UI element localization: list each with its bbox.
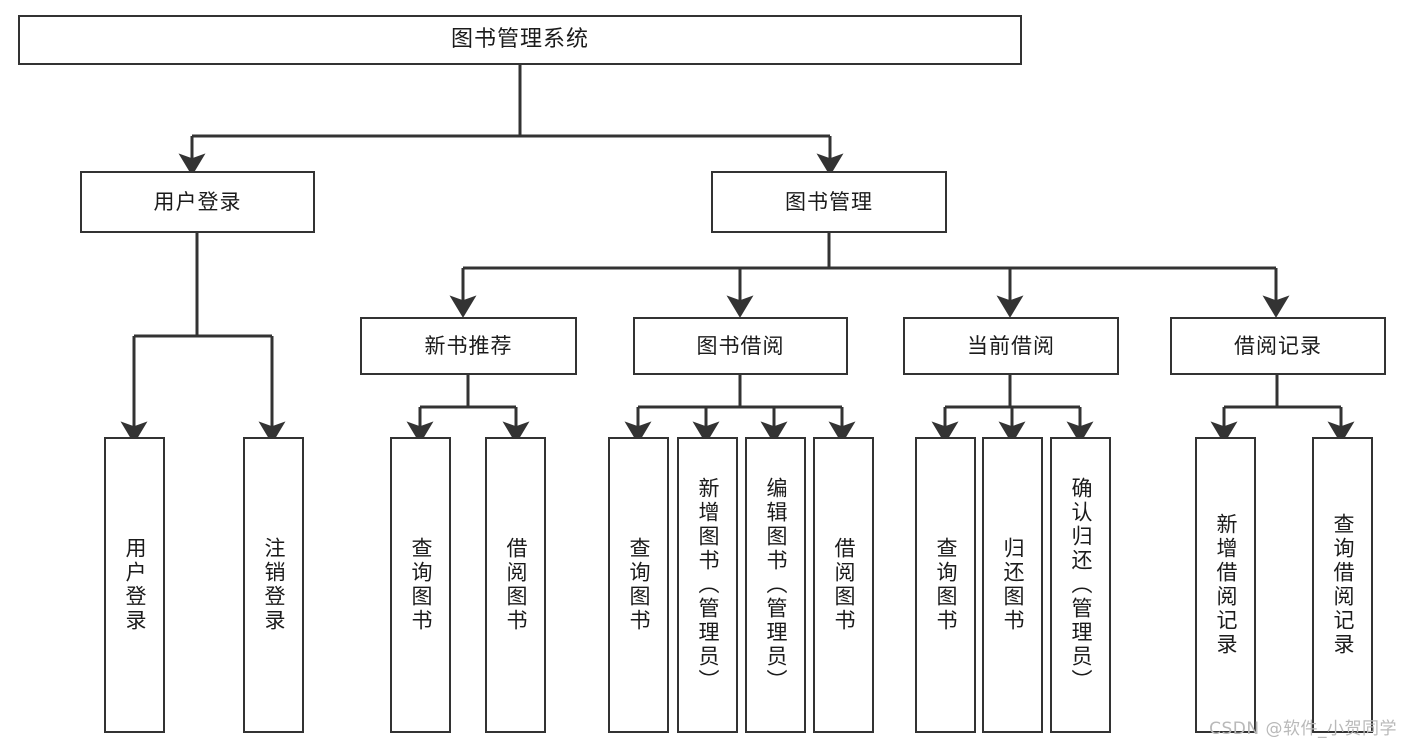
node-label: 借阅图书: [832, 537, 857, 633]
node-leaf-query-book-recommend[interactable]: 查询图书: [390, 437, 451, 733]
node-label: 借阅记录: [1234, 333, 1322, 358]
node-leaf-add-book[interactable]: 新增图书（管理员）: [677, 437, 738, 733]
node-label: 新增借阅记录: [1214, 513, 1239, 657]
node-leaf-query-borrow-record[interactable]: 查询借阅记录: [1312, 437, 1373, 733]
node-leaf-borrow-book-recommend[interactable]: 借阅图书: [485, 437, 546, 733]
node-leaf-confirm-return[interactable]: 确认归还（管理员）: [1050, 437, 1111, 733]
node-leaf-query-book-current[interactable]: 查询图书: [915, 437, 976, 733]
node-leaf-return-book[interactable]: 归还图书: [982, 437, 1043, 733]
node-label: 借阅图书: [504, 537, 529, 633]
node-book-borrow[interactable]: 图书借阅: [633, 317, 848, 375]
node-label: 图书管理: [785, 189, 873, 214]
node-current-borrow[interactable]: 当前借阅: [903, 317, 1119, 375]
node-label: 当前借阅: [967, 333, 1055, 358]
node-new-book-recommend[interactable]: 新书推荐: [360, 317, 577, 375]
node-leaf-borrow-book[interactable]: 借阅图书: [813, 437, 874, 733]
node-leaf-add-borrow-record[interactable]: 新增借阅记录: [1195, 437, 1256, 733]
csdn-watermark: CSDN @软件_小贺同学: [1209, 719, 1397, 739]
node-label: 查询图书: [934, 537, 959, 633]
node-borrow-record[interactable]: 借阅记录: [1170, 317, 1386, 375]
node-label: 新增图书（管理员）: [696, 477, 721, 693]
node-label: 编辑图书（管理员）: [764, 477, 789, 693]
node-book-management[interactable]: 图书管理: [711, 171, 947, 233]
node-label: 图书管理系统: [450, 27, 589, 53]
node-label: 图书借阅: [696, 333, 785, 358]
node-label: 用户登录: [123, 537, 148, 633]
node-label: 注销登录: [262, 537, 287, 633]
node-label: 查询借阅记录: [1331, 513, 1356, 657]
node-label: 查询图书: [409, 537, 434, 633]
node-label: 新书推荐: [424, 333, 513, 358]
node-leaf-user-login[interactable]: 用户登录: [104, 437, 165, 733]
node-leaf-query-book-borrow[interactable]: 查询图书: [608, 437, 669, 733]
node-label: 确认归还（管理员）: [1069, 477, 1094, 693]
node-label: 归还图书: [1001, 537, 1026, 633]
node-user-login[interactable]: 用户登录: [80, 171, 315, 233]
node-leaf-user-logout[interactable]: 注销登录: [243, 437, 304, 733]
node-label: 用户登录: [153, 189, 242, 214]
node-root-book-management-system[interactable]: 图书管理系统: [18, 15, 1022, 65]
node-label: 查询图书: [627, 537, 652, 633]
node-leaf-edit-book[interactable]: 编辑图书（管理员）: [745, 437, 806, 733]
